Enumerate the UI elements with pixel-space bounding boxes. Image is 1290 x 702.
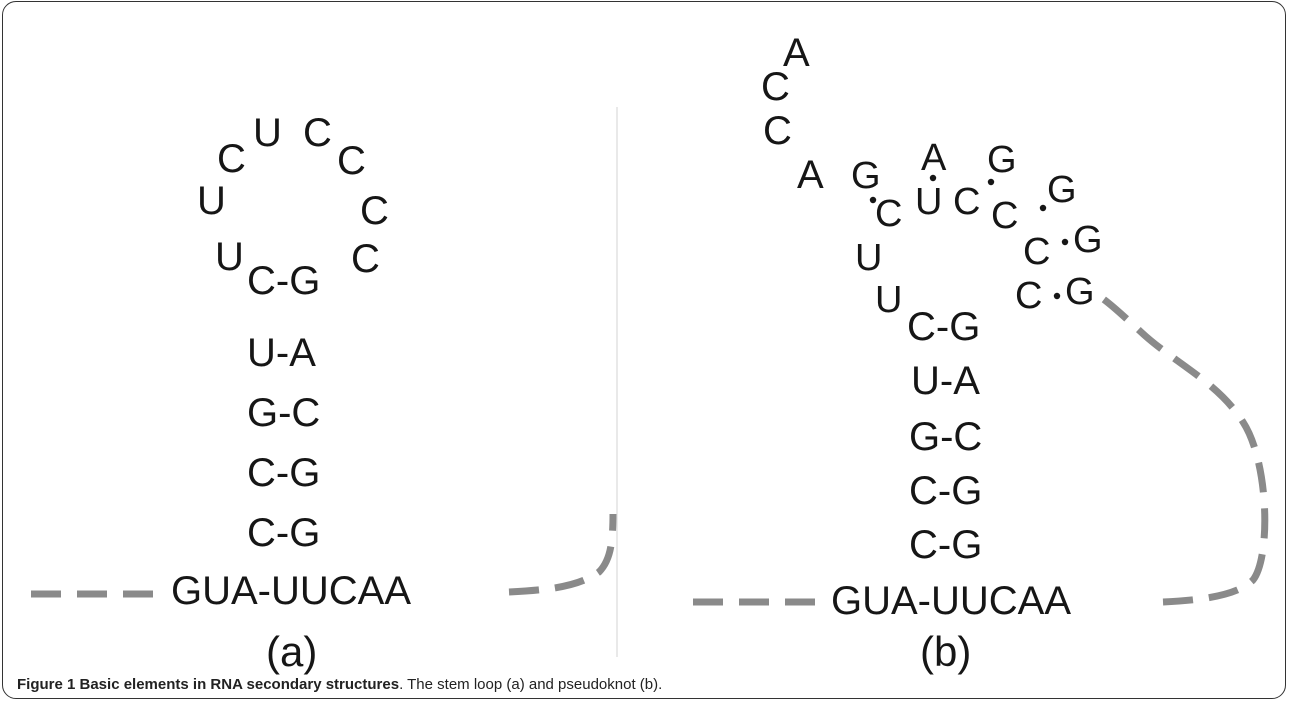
loop-nucleotide: C — [337, 139, 366, 183]
pair-dot — [929, 174, 937, 182]
figure-caption: Figure 1 Basic elements in RNA secondary… — [17, 676, 662, 693]
strand-3prime-dash — [508, 513, 617, 596]
loop-nucleotide: U — [215, 235, 244, 279]
stem-pair: U-A — [247, 331, 316, 375]
base-strand: GUA-UUCAA — [171, 569, 411, 613]
base-strand: GUA-UUCAA — [831, 579, 1071, 623]
pair-dot — [987, 178, 995, 186]
stem-pair: C-G — [909, 469, 982, 513]
loop-nucleotide: G — [987, 139, 1017, 181]
panel-b: A C C A G A G C U C C G C G C G U U C-G … — [693, 31, 1269, 675]
loop-nucleotide: A — [921, 137, 947, 179]
loop-nucleotide: C — [991, 195, 1018, 237]
pair-dot — [1061, 238, 1069, 246]
panel-b-label: (b) — [920, 628, 971, 675]
tail-nucleotide: C — [761, 65, 790, 109]
stem-pair: G-C — [247, 391, 320, 435]
panel-a-label: (a) — [266, 628, 317, 675]
loop-nucleotide: C — [1023, 231, 1050, 273]
loop-nucleotide: G — [851, 155, 881, 197]
loop-nucleotide: G — [1065, 271, 1095, 313]
loop-nucleotide: U — [253, 111, 282, 155]
loop-nucleotide: U — [915, 181, 942, 223]
tail-nucleotide: A — [783, 31, 810, 75]
stem-pair: C-G — [247, 451, 320, 495]
loop-nucleotide: C — [217, 137, 246, 181]
loop-nucleotide: C — [351, 237, 380, 281]
pair-dot — [869, 196, 877, 204]
figure-canvas: C U C C U C U C C-G U-A G-C C-G C-G GUA-… — [31, 31, 1269, 675]
loop-nucleotide: U — [855, 237, 882, 279]
caption-text: . The stem loop (a) and pseudoknot (b). — [399, 676, 663, 693]
stem-pair: C-G — [907, 305, 980, 349]
stem-pair: C-G — [909, 523, 982, 567]
tail-nucleotide: A — [797, 153, 824, 197]
loop-nucleotide: C — [303, 111, 332, 155]
pair-dot — [1053, 292, 1061, 300]
loop-nucleotide: U — [197, 179, 226, 223]
loop-nucleotide: C — [360, 189, 389, 233]
stem-pair: C-G — [247, 259, 320, 303]
stem-pair: G-C — [909, 415, 982, 459]
tail-nucleotide: C — [763, 109, 792, 153]
loop-nucleotide: C — [1015, 275, 1042, 317]
loop-nucleotide: C — [875, 193, 902, 235]
loop-nucleotide: C — [953, 181, 980, 223]
panel-a: C U C C U C U C C-G U-A G-C C-G C-G GUA-… — [31, 111, 617, 675]
stem-pair: C-G — [247, 511, 320, 555]
caption-bold: Figure 1 Basic elements in RNA secondary… — [17, 676, 400, 693]
loop-nucleotide: G — [1073, 219, 1103, 261]
loop-nucleotide: G — [1047, 169, 1077, 211]
pair-dot — [1039, 204, 1047, 212]
stem-pair: U-A — [911, 359, 980, 403]
pseudoknot-link-dash — [1091, 289, 1269, 606]
loop-nucleotide: U — [875, 279, 902, 321]
